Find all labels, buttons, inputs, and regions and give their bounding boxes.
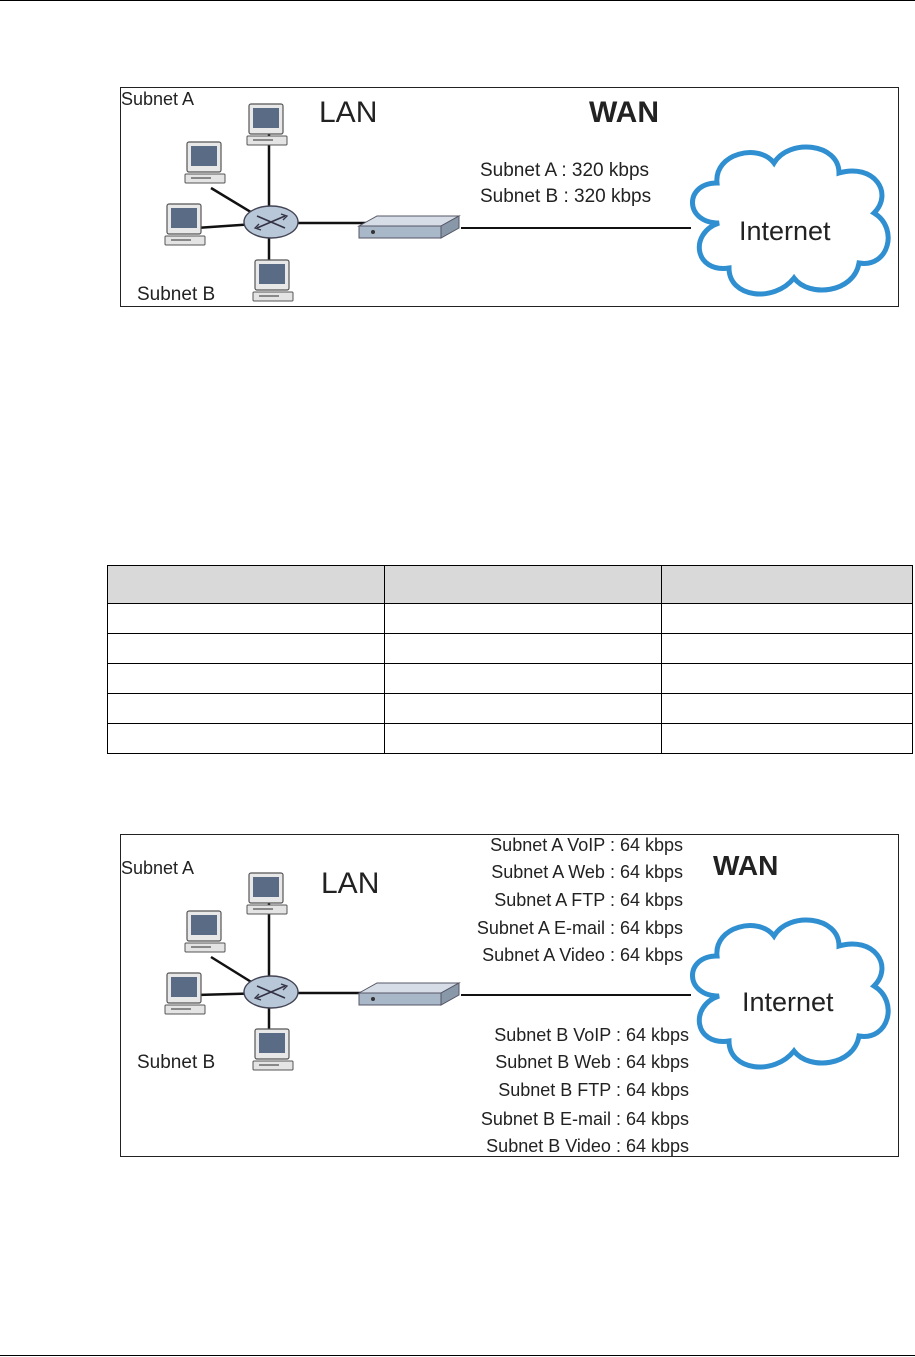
- header-rule: [0, 0, 915, 1]
- switch-icon: [243, 205, 299, 239]
- table-cell: [107, 723, 385, 754]
- bandwidth-line: Subnet A : 320 kbps: [480, 160, 649, 181]
- table-header-cell: [107, 565, 385, 604]
- subnet-b-bandwidth-line: Subnet B Video : 64 kbps: [486, 1136, 689, 1156]
- table-cell: [384, 603, 662, 634]
- computer-icon: [246, 872, 288, 915]
- computer-icon: [184, 910, 226, 953]
- subnet-a-bandwidth-line: Subnet A Web : 64 kbps: [491, 862, 683, 882]
- table-cell: [384, 693, 662, 724]
- subnet-b-bandwidth-line: Subnet B VoIP : 64 kbps: [494, 1025, 689, 1045]
- table-cell: [384, 663, 662, 694]
- bandwidth-line: Subnet B : 320 kbps: [480, 186, 651, 207]
- computer-icon: [164, 972, 206, 1015]
- subnet-a-bandwidth-line: Subnet A E-mail : 64 kbps: [477, 918, 683, 938]
- table-cell: [661, 633, 913, 664]
- wan-label: WAN: [589, 96, 659, 129]
- lan-label: LAN: [319, 96, 377, 129]
- table-cell: [384, 723, 662, 754]
- computer-icon: [164, 203, 206, 246]
- internet-label: Internet: [739, 216, 831, 246]
- diagram-1-canvas: Subnet A Subnet B LAN WAN Subnet A : 320…: [121, 89, 899, 305]
- computer-icon: [252, 259, 294, 302]
- subnet-a-bandwidth-line: Subnet A Video : 64 kbps: [482, 945, 683, 965]
- computer-icon: [184, 141, 226, 184]
- subnet-b-label: Subnet B: [137, 284, 215, 305]
- table-cell: [661, 693, 913, 724]
- table-cell: [107, 603, 385, 634]
- subnet-b-bandwidth-line: Subnet B E-mail : 64 kbps: [481, 1109, 689, 1129]
- diagram-2-canvas: Subnet A Subnet B LAN WAN Subnet A VoIP …: [121, 835, 899, 1156]
- internet-label: Internet: [742, 987, 834, 1017]
- table-row: [107, 693, 913, 724]
- wan-label: WAN: [713, 850, 778, 881]
- table-cell: [107, 633, 385, 664]
- table-header-cell: [661, 565, 913, 604]
- table-row: [107, 633, 913, 664]
- table-row: [107, 723, 913, 754]
- table-row: [107, 603, 913, 634]
- table-row: [107, 663, 913, 694]
- subnet-a-label: Subnet A: [121, 89, 194, 109]
- table-header-cell: [384, 565, 662, 604]
- network-diagram-2: Subnet A Subnet B LAN WAN Subnet A VoIP …: [120, 834, 899, 1157]
- table-cell: [661, 663, 913, 694]
- switch-icon: [243, 975, 299, 1009]
- router-device-icon: [358, 215, 460, 239]
- subnet-a-label: Subnet A: [121, 858, 194, 878]
- table-cell: [384, 633, 662, 664]
- subnet-b-bandwidth-line: Subnet B Web : 64 kbps: [495, 1052, 689, 1072]
- table-cell: [107, 693, 385, 724]
- computer-icon: [246, 103, 288, 146]
- network-diagram-1: Subnet A Subnet B LAN WAN Subnet A : 320…: [120, 87, 899, 307]
- data-table: [107, 565, 913, 754]
- subnet-b-bandwidth-line: Subnet B FTP : 64 kbps: [498, 1080, 689, 1100]
- table-cell: [107, 663, 385, 694]
- subnet-a-bandwidth-line: Subnet A VoIP : 64 kbps: [490, 835, 683, 855]
- router-device-icon: [358, 982, 460, 1006]
- lan-label: LAN: [321, 867, 379, 900]
- table-cell: [661, 723, 913, 754]
- table-header-row: [107, 565, 913, 604]
- table-cell: [661, 603, 913, 634]
- footer-rule: [0, 1355, 915, 1356]
- subnet-b-label: Subnet B: [137, 1052, 215, 1073]
- subnet-a-bandwidth-line: Subnet A FTP : 64 kbps: [494, 890, 683, 910]
- computer-icon: [252, 1028, 294, 1071]
